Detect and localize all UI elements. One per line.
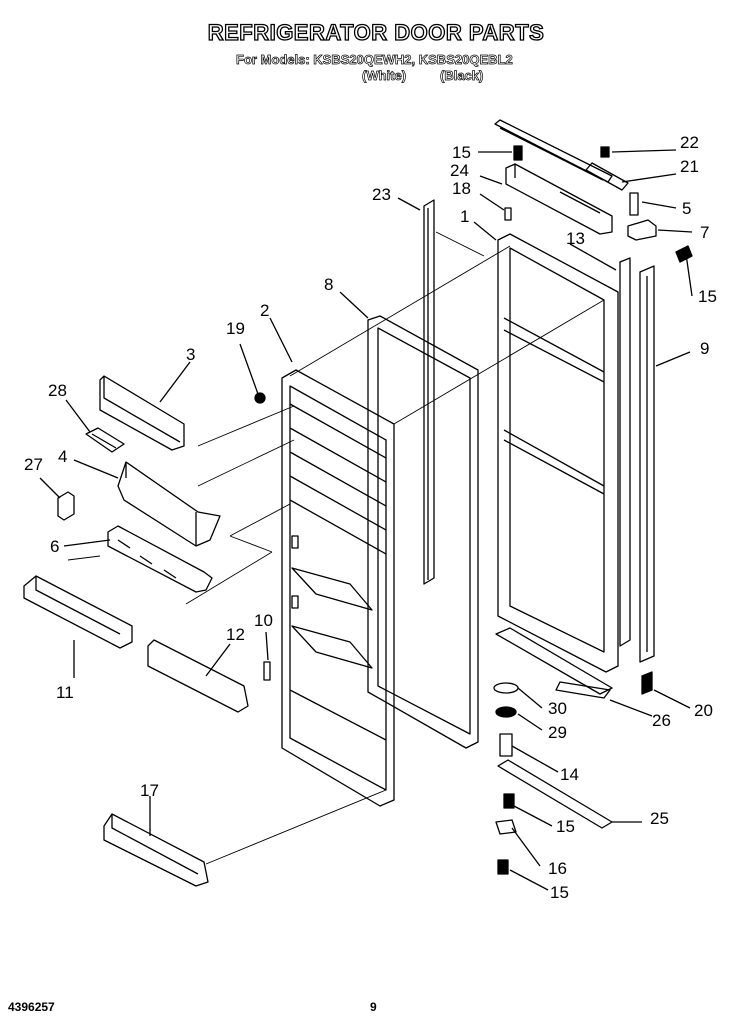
callout-22: 22 (680, 133, 699, 152)
callout-24: 24 (450, 161, 469, 180)
part-clip-20 (641, 671, 653, 695)
part-clip-10 (263, 661, 271, 681)
page-number: 9 (370, 1000, 377, 1014)
part-screw-15a (513, 145, 523, 161)
part-screw-15c (503, 793, 515, 809)
callout-21: 21 (680, 157, 699, 176)
variant-white: (White) (362, 68, 407, 84)
callout-13: 13 (566, 229, 585, 248)
callout-16: 16 (548, 859, 567, 878)
part-screw-19 (254, 392, 266, 404)
callout-2: 2 (260, 301, 269, 320)
part-pin-14 (499, 733, 513, 757)
part-inner-liner-2 (281, 369, 395, 807)
leader-lines (39, 149, 693, 891)
part-bin-cover-3 (99, 375, 185, 451)
callout-29: 29 (548, 723, 567, 742)
part-bin-12 (147, 639, 249, 713)
callout-15d: 15 (550, 883, 569, 902)
page-title: REFRIGERATOR DOOR PARTS (207, 19, 545, 45)
callout-23: 23 (372, 185, 391, 204)
models-line: For Models: KSBS20QEWH2, KSBS20QEBL2 (236, 52, 513, 68)
document-number: 4396257 (8, 1000, 55, 1014)
part-gasket-23 (423, 199, 435, 585)
callout-7: 7 (700, 223, 709, 242)
callout-26: 26 (652, 711, 671, 730)
part-washer-29 (495, 706, 517, 718)
callout-25: 25 (650, 809, 669, 828)
part-screw-15d (497, 859, 509, 875)
callout-28: 28 (48, 381, 67, 400)
callout-27: 27 (24, 455, 43, 474)
callout-8: 8 (324, 275, 333, 294)
part-bottom-strip (555, 681, 611, 699)
callout-30: 30 (548, 699, 567, 718)
callout-14: 14 (560, 765, 579, 784)
callout-9: 9 (700, 339, 709, 358)
callout-1: 1 (460, 207, 469, 226)
callout-11: 11 (56, 683, 74, 702)
callout-18: 18 (452, 179, 471, 198)
part-pin-18 (504, 207, 512, 221)
callout-10: 10 (254, 611, 273, 630)
part-strip-13 (619, 257, 631, 647)
part-bin-11 (23, 575, 133, 649)
part-washer-30 (493, 682, 519, 694)
part-bin-4 (117, 461, 221, 547)
callout-20: 20 (694, 701, 713, 720)
part-bracket-7 (627, 219, 657, 241)
callout-3: 3 (186, 345, 195, 364)
variant-black: (Black) (440, 68, 484, 84)
callout-6: 6 (50, 537, 59, 556)
callout-labels: 15 24 18 23 1 22 21 5 7 13 15 9 8 2 19 3… (24, 133, 717, 902)
part-tray-28 (85, 427, 125, 453)
callout-19: 19 (226, 319, 245, 338)
callout-17: 17 (140, 781, 159, 800)
part-bottom-trim-26 (495, 627, 613, 695)
callout-4: 4 (58, 447, 67, 466)
callout-5: 5 (682, 199, 691, 218)
part-outer-door-1 (497, 233, 619, 673)
part-top-trim-strip (494, 119, 613, 183)
part-screw-15b (675, 245, 693, 263)
callout-15c: 15 (556, 817, 575, 836)
callout-12: 12 (226, 625, 245, 644)
part-hinge-cover-24 (505, 163, 613, 235)
part-bin-17 (103, 813, 209, 887)
part-gasket-8 (367, 315, 479, 749)
callout-15b: 15 (698, 287, 717, 306)
callout-15a: 15 (452, 143, 471, 162)
part-shim-16 (495, 819, 517, 835)
part-clip-27 (57, 491, 75, 521)
part-strip-9 (639, 265, 655, 663)
part-strip-21 (585, 162, 629, 191)
part-shelf-6 (107, 525, 213, 593)
part-screw-22 (600, 146, 610, 158)
part-screw-5 (629, 192, 639, 216)
